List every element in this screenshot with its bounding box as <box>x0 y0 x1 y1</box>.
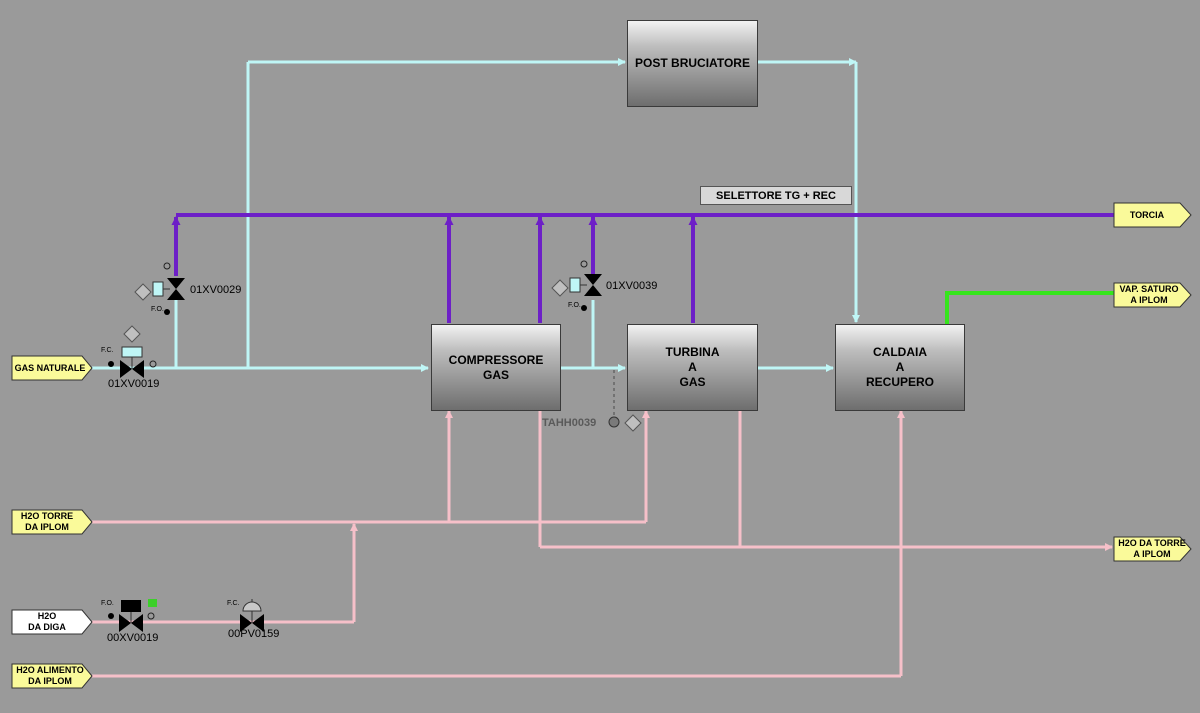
fail-label-0029: F.O. <box>151 306 164 313</box>
gas-lines <box>92 58 860 372</box>
selettore-button[interactable]: SELETTORE TG + REC <box>700 186 852 205</box>
valve-label-00xv0019: 00XV0019 <box>107 632 159 644</box>
valve-00pv0159[interactable] <box>240 599 264 632</box>
tag-h2o-da-diga[interactable]: H2O DA DIGA <box>28 611 66 632</box>
caldaia-recupero-unit[interactable]: CALDAIA A RECUPERO <box>835 324 965 411</box>
tag-shape-h2o-torre <box>11 509 93 535</box>
tag-torcia[interactable]: TORCIA <box>1129 209 1165 220</box>
tag-gas-naturale[interactable]: GAS NATURALE <box>14 362 86 373</box>
fail-label-00pv0159: F.C. <box>227 600 240 607</box>
compressore-gas-unit[interactable]: COMPRESSORE GAS <box>431 324 561 411</box>
tag-shape-vap-saturo <box>1113 282 1192 308</box>
valve-00xv0019[interactable] <box>108 600 155 632</box>
fail-label-00xv0019: F.O. <box>101 600 114 607</box>
tag-shape-h2o-diga <box>11 609 93 635</box>
steam-line <box>945 291 1115 324</box>
instrument-tahh0039[interactable] <box>608 370 642 432</box>
water-lines <box>92 410 1113 678</box>
flare-lines <box>171 213 1115 323</box>
instrument-label-tahh0039: TAHH0039 <box>542 417 597 429</box>
tag-shape-torcia <box>1113 202 1192 228</box>
post-bruciatore-unit[interactable]: POST BRUCIATORE <box>627 20 758 107</box>
fail-label-0039: F.O. <box>568 302 581 309</box>
tag-h2o-alimento[interactable]: H2O ALIMENTO DA IPLOM <box>16 665 84 686</box>
valve-01xv0019[interactable] <box>108 325 157 378</box>
valve-label-01xv0039: 01XV0039 <box>606 280 658 292</box>
tag-shape-gas-naturale <box>11 355 93 381</box>
valve-label-01xv0019: 01XV0019 <box>108 378 160 390</box>
valve-label-01xv0029: 01XV0029 <box>190 284 242 296</box>
tag-h2o-torre-da-iplom[interactable]: H2O TORRE DA IPLOM <box>20 511 74 532</box>
status-indicator <box>148 599 157 607</box>
valve-label-00pv0159: 00PV0159 <box>228 628 280 640</box>
valve-01xv0029[interactable] <box>134 262 185 315</box>
fail-label-0019: F.C. <box>101 347 114 354</box>
tag-vap-saturo[interactable]: VAP. SATURO A IPLOM <box>1119 284 1179 305</box>
valve-01xv0039[interactable] <box>551 260 602 311</box>
tag-shape-h2o-alimento <box>11 663 93 689</box>
tag-shape-h2o-da-torre <box>1113 536 1192 562</box>
turbina-gas-unit[interactable]: TURBINA A GAS <box>627 324 758 411</box>
tag-h2o-da-torre-a-iplom[interactable]: H2O DA TORRE A IPLOM <box>1118 538 1186 559</box>
